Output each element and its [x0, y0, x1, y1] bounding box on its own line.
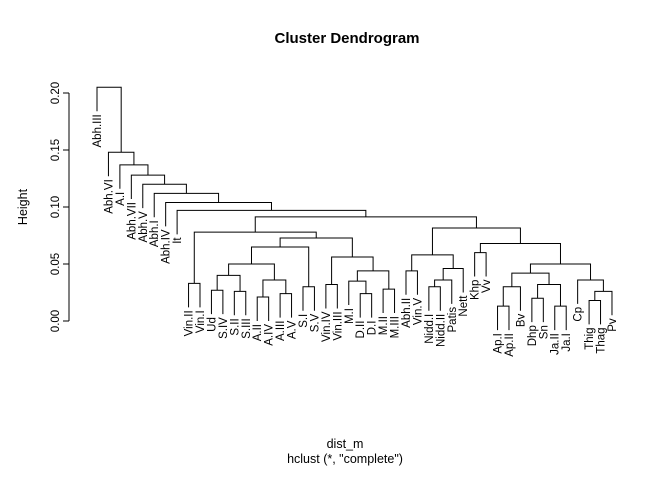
dendrogram-links: [96, 86, 613, 331]
leaf-label: Dhp: [527, 325, 539, 346]
leaf-label: S.II: [229, 318, 241, 335]
leaf-label: Vv: [481, 279, 493, 293]
leaf-label: Nidd.II: [435, 314, 447, 347]
leaf-label: M.I: [344, 308, 356, 324]
leaf-label: Abh.IV: [161, 229, 173, 264]
x-axis-sublabel: hclust (*, "complete"): [287, 452, 403, 466]
leaf-label: Vin.I: [195, 310, 207, 333]
leaf-label: Nett: [458, 295, 470, 317]
y-axis-tick-label: 0.20: [50, 82, 62, 104]
leaf-label: Ud: [206, 317, 218, 332]
leaf-label: D.I: [367, 321, 379, 336]
leaf-label: Vin.III: [332, 311, 344, 340]
leaf-label: Nidd.I: [424, 314, 436, 344]
leaf-label: Thag: [596, 327, 608, 353]
leaf-label: A.II: [252, 324, 264, 341]
leaf-label: S.V: [309, 313, 321, 332]
leaf-label: S.I: [298, 314, 310, 328]
leaf-label: S.IV: [218, 317, 230, 339]
leaf-label: Patis: [447, 307, 459, 333]
leaf-label: Ap.II: [504, 333, 516, 357]
leaf-label: Sn: [538, 325, 550, 339]
chart-title: Cluster Dendrogram: [274, 30, 420, 47]
y-axis-title: Height: [16, 188, 30, 225]
leaf-label: Vin.IV: [321, 311, 333, 342]
y-axis-tick-label: 0.15: [50, 139, 62, 161]
leaf-label: Pv: [607, 318, 619, 332]
leaf-label: Thig: [584, 327, 596, 349]
leaf-label: Abh.I: [149, 220, 161, 247]
leaf-label: M.II: [378, 316, 390, 335]
leaf-label: M.III: [390, 316, 402, 338]
leaf-label: S.III: [241, 318, 253, 338]
leaf-label: Ja.I: [561, 333, 573, 352]
leaf-label: Khp: [470, 280, 482, 300]
x-axis-label: dist_m: [326, 437, 364, 451]
leaf-label: D.II: [355, 321, 367, 339]
leaf-label: It: [172, 237, 184, 244]
leaf-label: Ap.I: [493, 333, 505, 353]
leaf-label: Abh.VII: [126, 202, 138, 240]
leaf-label: A.III: [275, 321, 287, 341]
y-axis-tick-label: 0.05: [50, 253, 62, 275]
leaf-label: Abh.III: [92, 114, 104, 147]
leaf-label: Abh.VI: [103, 179, 115, 214]
leaf-label: Vin.V: [412, 297, 424, 325]
leaf-label: Vin.II: [184, 310, 196, 336]
leaf-label: Abh.V: [138, 211, 150, 243]
leaf-label: Abh.II: [401, 298, 413, 328]
leaf-label: Bv: [515, 313, 527, 327]
leaf-label: A.IV: [264, 324, 276, 346]
leaf-label: A.V: [287, 320, 299, 339]
y-axis-tick-label: 0.10: [50, 196, 62, 218]
leaf-label: Cp: [573, 307, 585, 322]
leaf-label: A.I: [115, 192, 127, 206]
leaf-label: Ja.II: [550, 333, 562, 355]
y-axis-tick-label: 0.00: [50, 310, 62, 332]
